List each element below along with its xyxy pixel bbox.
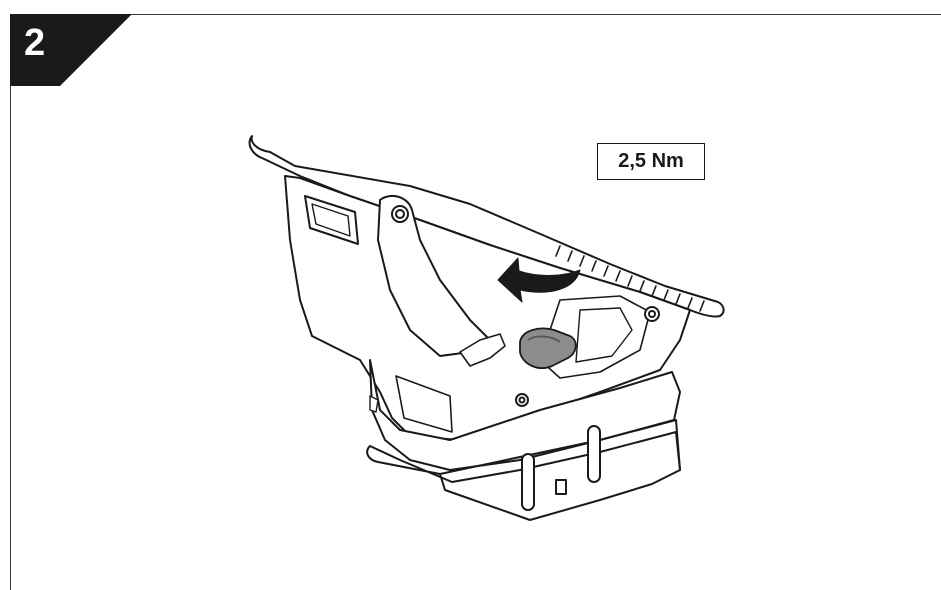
base-slot-right [587, 425, 601, 483]
lower-frame [369, 359, 681, 471]
base-slot-left [521, 453, 535, 511]
tightening-knob-icon [519, 327, 577, 369]
frame-left-line [10, 14, 11, 590]
torque-label: 2,5 Nm [618, 150, 684, 172]
clip-latch [459, 333, 506, 367]
step-badge [10, 14, 132, 86]
counterclockwise-arrow-icon [497, 257, 581, 303]
pivot-arm [377, 194, 491, 357]
ribbed-edge [555, 245, 705, 312]
base-square-hole [555, 479, 567, 495]
torque-value-box: 2,5 Nm [597, 143, 705, 180]
frame-top-line [10, 14, 941, 15]
step-number: 2 [24, 22, 46, 64]
